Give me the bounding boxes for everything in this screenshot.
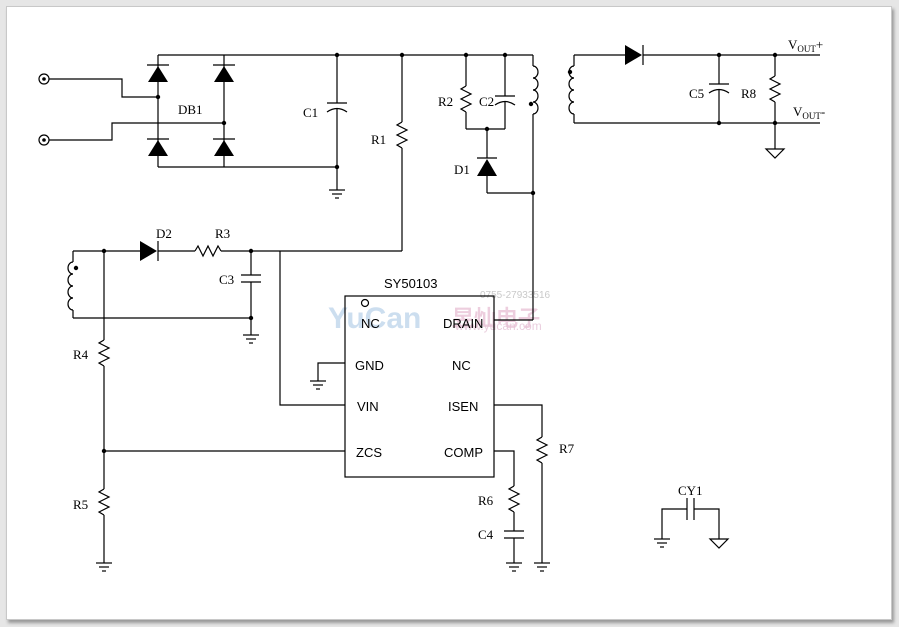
watermark-chinese: 昱灿电子 xyxy=(452,306,540,331)
label-c2: C2 xyxy=(479,94,494,109)
label-c5: C5 xyxy=(689,86,704,101)
watermark-brand: YuCan xyxy=(328,302,421,335)
pin-nc-right: NC xyxy=(452,358,471,373)
label-r5: R5 xyxy=(73,497,88,512)
watermark: YuCan 0755-27933516 昱灿电子 www.yucan.com xyxy=(328,290,551,335)
vin-wire xyxy=(279,251,345,406)
comp-network: R6 C4 xyxy=(478,450,524,572)
snubber-r2-c2: R2 C2 xyxy=(438,52,516,132)
auxiliary-supply: D2 R3 C3 xyxy=(67,226,280,344)
label-vout-minus: VOUT- xyxy=(793,104,825,121)
label-d1: D1 xyxy=(454,162,470,177)
label-c4: C4 xyxy=(478,527,494,542)
pin-comp: COMP xyxy=(444,445,483,460)
pin-drain: DRAIN xyxy=(443,316,483,331)
label-r4: R4 xyxy=(73,347,89,362)
gnd-pin-ground xyxy=(310,362,345,390)
label-r1: R1 xyxy=(371,132,386,147)
bridge-rectifier-db1: DB1 xyxy=(147,54,533,168)
label-db1: DB1 xyxy=(178,102,203,117)
label-r2: R2 xyxy=(438,94,453,109)
watermark-site: www.yucan.com xyxy=(454,319,542,333)
label-vout-plus: VOUT+ xyxy=(788,37,823,54)
label-cy1: CY1 xyxy=(678,483,703,498)
ic-sy50103: SY50103 NC DRAIN GND NC VIN ISEN ZCS COM… xyxy=(344,276,495,478)
pin-isen: ISEN xyxy=(448,399,478,414)
ac-input xyxy=(38,73,224,146)
label-c3: C3 xyxy=(219,272,234,287)
label-d2: D2 xyxy=(156,226,172,241)
label-r6: R6 xyxy=(478,493,494,508)
pin-vin: VIN xyxy=(357,399,379,414)
capacitor-c1: C1 xyxy=(303,52,348,199)
label-r8: R8 xyxy=(741,86,756,101)
pin-nc-left: NC xyxy=(361,316,380,331)
pin-gnd: GND xyxy=(355,358,384,373)
watermark-phone: 0755-27933516 xyxy=(480,290,551,301)
label-c1: C1 xyxy=(303,105,318,120)
resistor-r1: R1 xyxy=(280,52,409,252)
chip-name: SY50103 xyxy=(384,276,438,291)
resistor-r7: R7 xyxy=(494,404,575,572)
transformer-primary xyxy=(494,55,539,321)
diagram-frame xyxy=(6,6,892,620)
output-stage: C5 R8 VOUT+ VOUT- xyxy=(567,37,825,159)
label-r3: R3 xyxy=(215,226,230,241)
label-r7: R7 xyxy=(559,441,575,456)
diode-d1: D1 xyxy=(454,129,536,196)
zcs-divider: R4 R5 xyxy=(73,251,345,572)
capacitor-cy1: CY1 xyxy=(654,483,730,549)
pin-zcs: ZCS xyxy=(356,445,382,460)
